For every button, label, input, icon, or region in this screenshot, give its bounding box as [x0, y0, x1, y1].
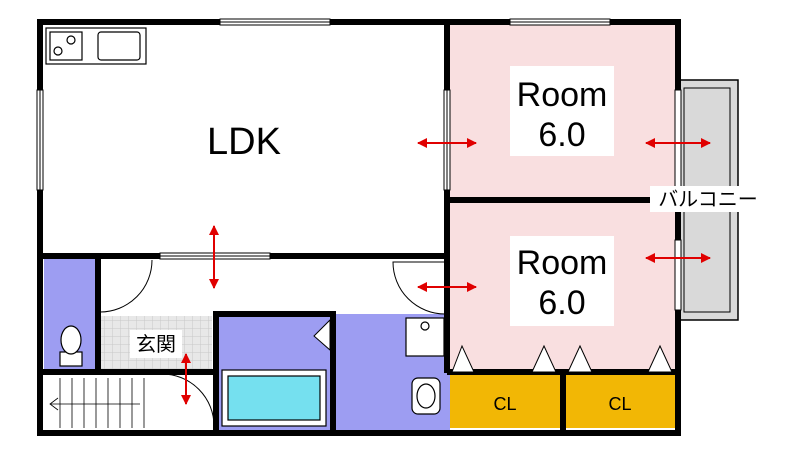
door-swings — [99, 259, 446, 427]
balcony-label-box — [650, 186, 766, 212]
entrance-label: 玄関 — [136, 332, 176, 356]
room-bottom-label-box — [510, 236, 614, 326]
closet-right-label: CL — [608, 394, 631, 414]
wash-basin — [411, 377, 441, 415]
closet-left-label: CL — [493, 394, 516, 414]
stairs — [49, 378, 145, 428]
room-bottom-size: 6.0 — [538, 284, 585, 322]
stairs-area — [44, 374, 214, 430]
room-bottom-name: Room — [517, 244, 608, 282]
access-arrows — [181, 138, 711, 405]
walls — [37, 19, 681, 436]
closet-left-floor — [450, 372, 560, 428]
entrance-label-box — [130, 330, 182, 358]
balcony-label: バルコニー — [658, 187, 758, 211]
room-top-size: 6.0 — [538, 116, 585, 154]
kitchen-counter — [45, 27, 147, 65]
room-top-name: Room — [517, 76, 608, 114]
closet-hangers — [451, 344, 673, 373]
closet-right-floor — [566, 372, 676, 428]
washing-machine-pan — [405, 317, 445, 357]
ldk-label: LDK — [207, 121, 281, 163]
room-top-label-box — [510, 66, 614, 156]
ldk-label-box — [202, 117, 286, 163]
toilet-fixture — [59, 325, 83, 367]
bath-corner — [313, 318, 331, 352]
bathtub — [221, 369, 327, 427]
